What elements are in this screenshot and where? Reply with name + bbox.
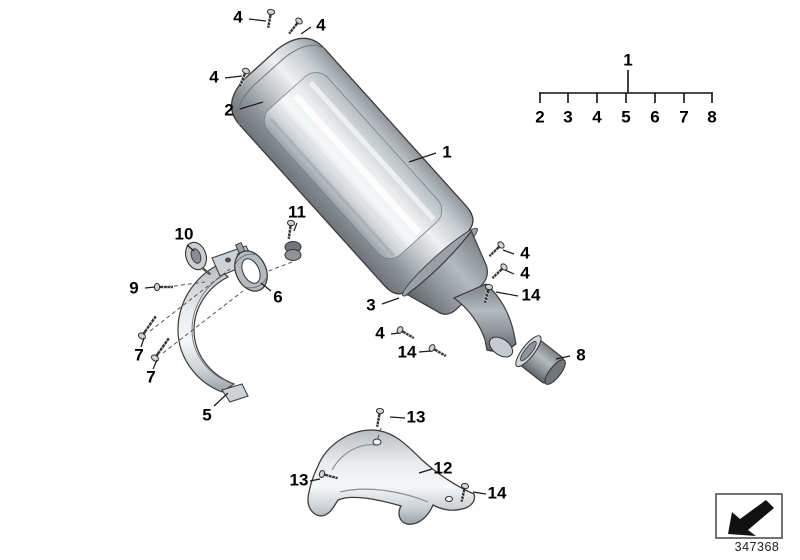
callout-8: 8	[576, 345, 586, 365]
callout-14: 14	[521, 285, 541, 305]
callout-10: 10	[174, 224, 194, 244]
callout-6: 6	[273, 287, 283, 307]
tree-node-2: 2	[535, 107, 545, 127]
tree-node-4: 4	[592, 107, 602, 127]
drawing-number: 347368	[734, 540, 780, 554]
screw-7	[136, 312, 161, 342]
tree-node-5: 5	[621, 107, 631, 127]
panel-highlight	[293, 93, 422, 236]
callout-14: 14	[487, 483, 507, 503]
tree-node-8: 8	[707, 107, 717, 127]
muffler-endcap-seam	[236, 44, 325, 126]
tree-node-3: 3	[563, 107, 573, 127]
construction-lines	[149, 261, 382, 442]
tree-root: 1	[623, 50, 633, 70]
pipe-end-ring	[488, 336, 514, 358]
callout-7: 7	[146, 367, 156, 387]
screw-13	[372, 406, 386, 429]
callout-4: 4	[375, 323, 385, 343]
tree-node-7: 7	[679, 107, 689, 127]
callout-5: 5	[202, 405, 212, 425]
logo-box	[715, 493, 783, 539]
callout-4: 4	[520, 243, 530, 263]
callout-4: 4	[233, 7, 243, 27]
panel-highlight	[279, 108, 406, 248]
callout-4: 4	[520, 263, 530, 283]
screw-4	[263, 7, 277, 30]
callout-4: 4	[316, 15, 326, 35]
leader-lines	[140, 18, 571, 495]
shield-hole	[445, 495, 453, 503]
callout-1: 1	[442, 142, 452, 162]
callout-13: 13	[406, 407, 426, 427]
callout-4: 4	[209, 67, 219, 87]
shield-hole	[372, 438, 382, 446]
callout-2: 2	[224, 100, 234, 120]
callout-13: 13	[289, 470, 309, 490]
screw-7	[149, 334, 174, 364]
screw-4	[285, 15, 305, 38]
heat-shield	[307, 429, 476, 525]
grommet-part-11	[284, 241, 302, 261]
bolt-11	[284, 218, 297, 241]
tree-lines	[539, 70, 713, 103]
panel-highlight	[308, 80, 436, 221]
screw-4	[485, 239, 507, 260]
callout-12: 12	[433, 458, 453, 478]
callout-3: 3	[366, 295, 376, 315]
callout-11: 11	[288, 202, 306, 222]
flange-part-8	[515, 335, 566, 385]
disc-part-10	[185, 241, 212, 276]
callout-7: 7	[134, 345, 144, 365]
callout-14: 14	[397, 342, 417, 362]
screw-4	[488, 261, 510, 282]
panel-shadow	[269, 117, 395, 257]
clamp-part-6	[234, 241, 268, 292]
logo-arrow-icon	[728, 500, 774, 536]
tree-node-6: 6	[650, 107, 660, 127]
callout-9: 9	[129, 278, 139, 298]
